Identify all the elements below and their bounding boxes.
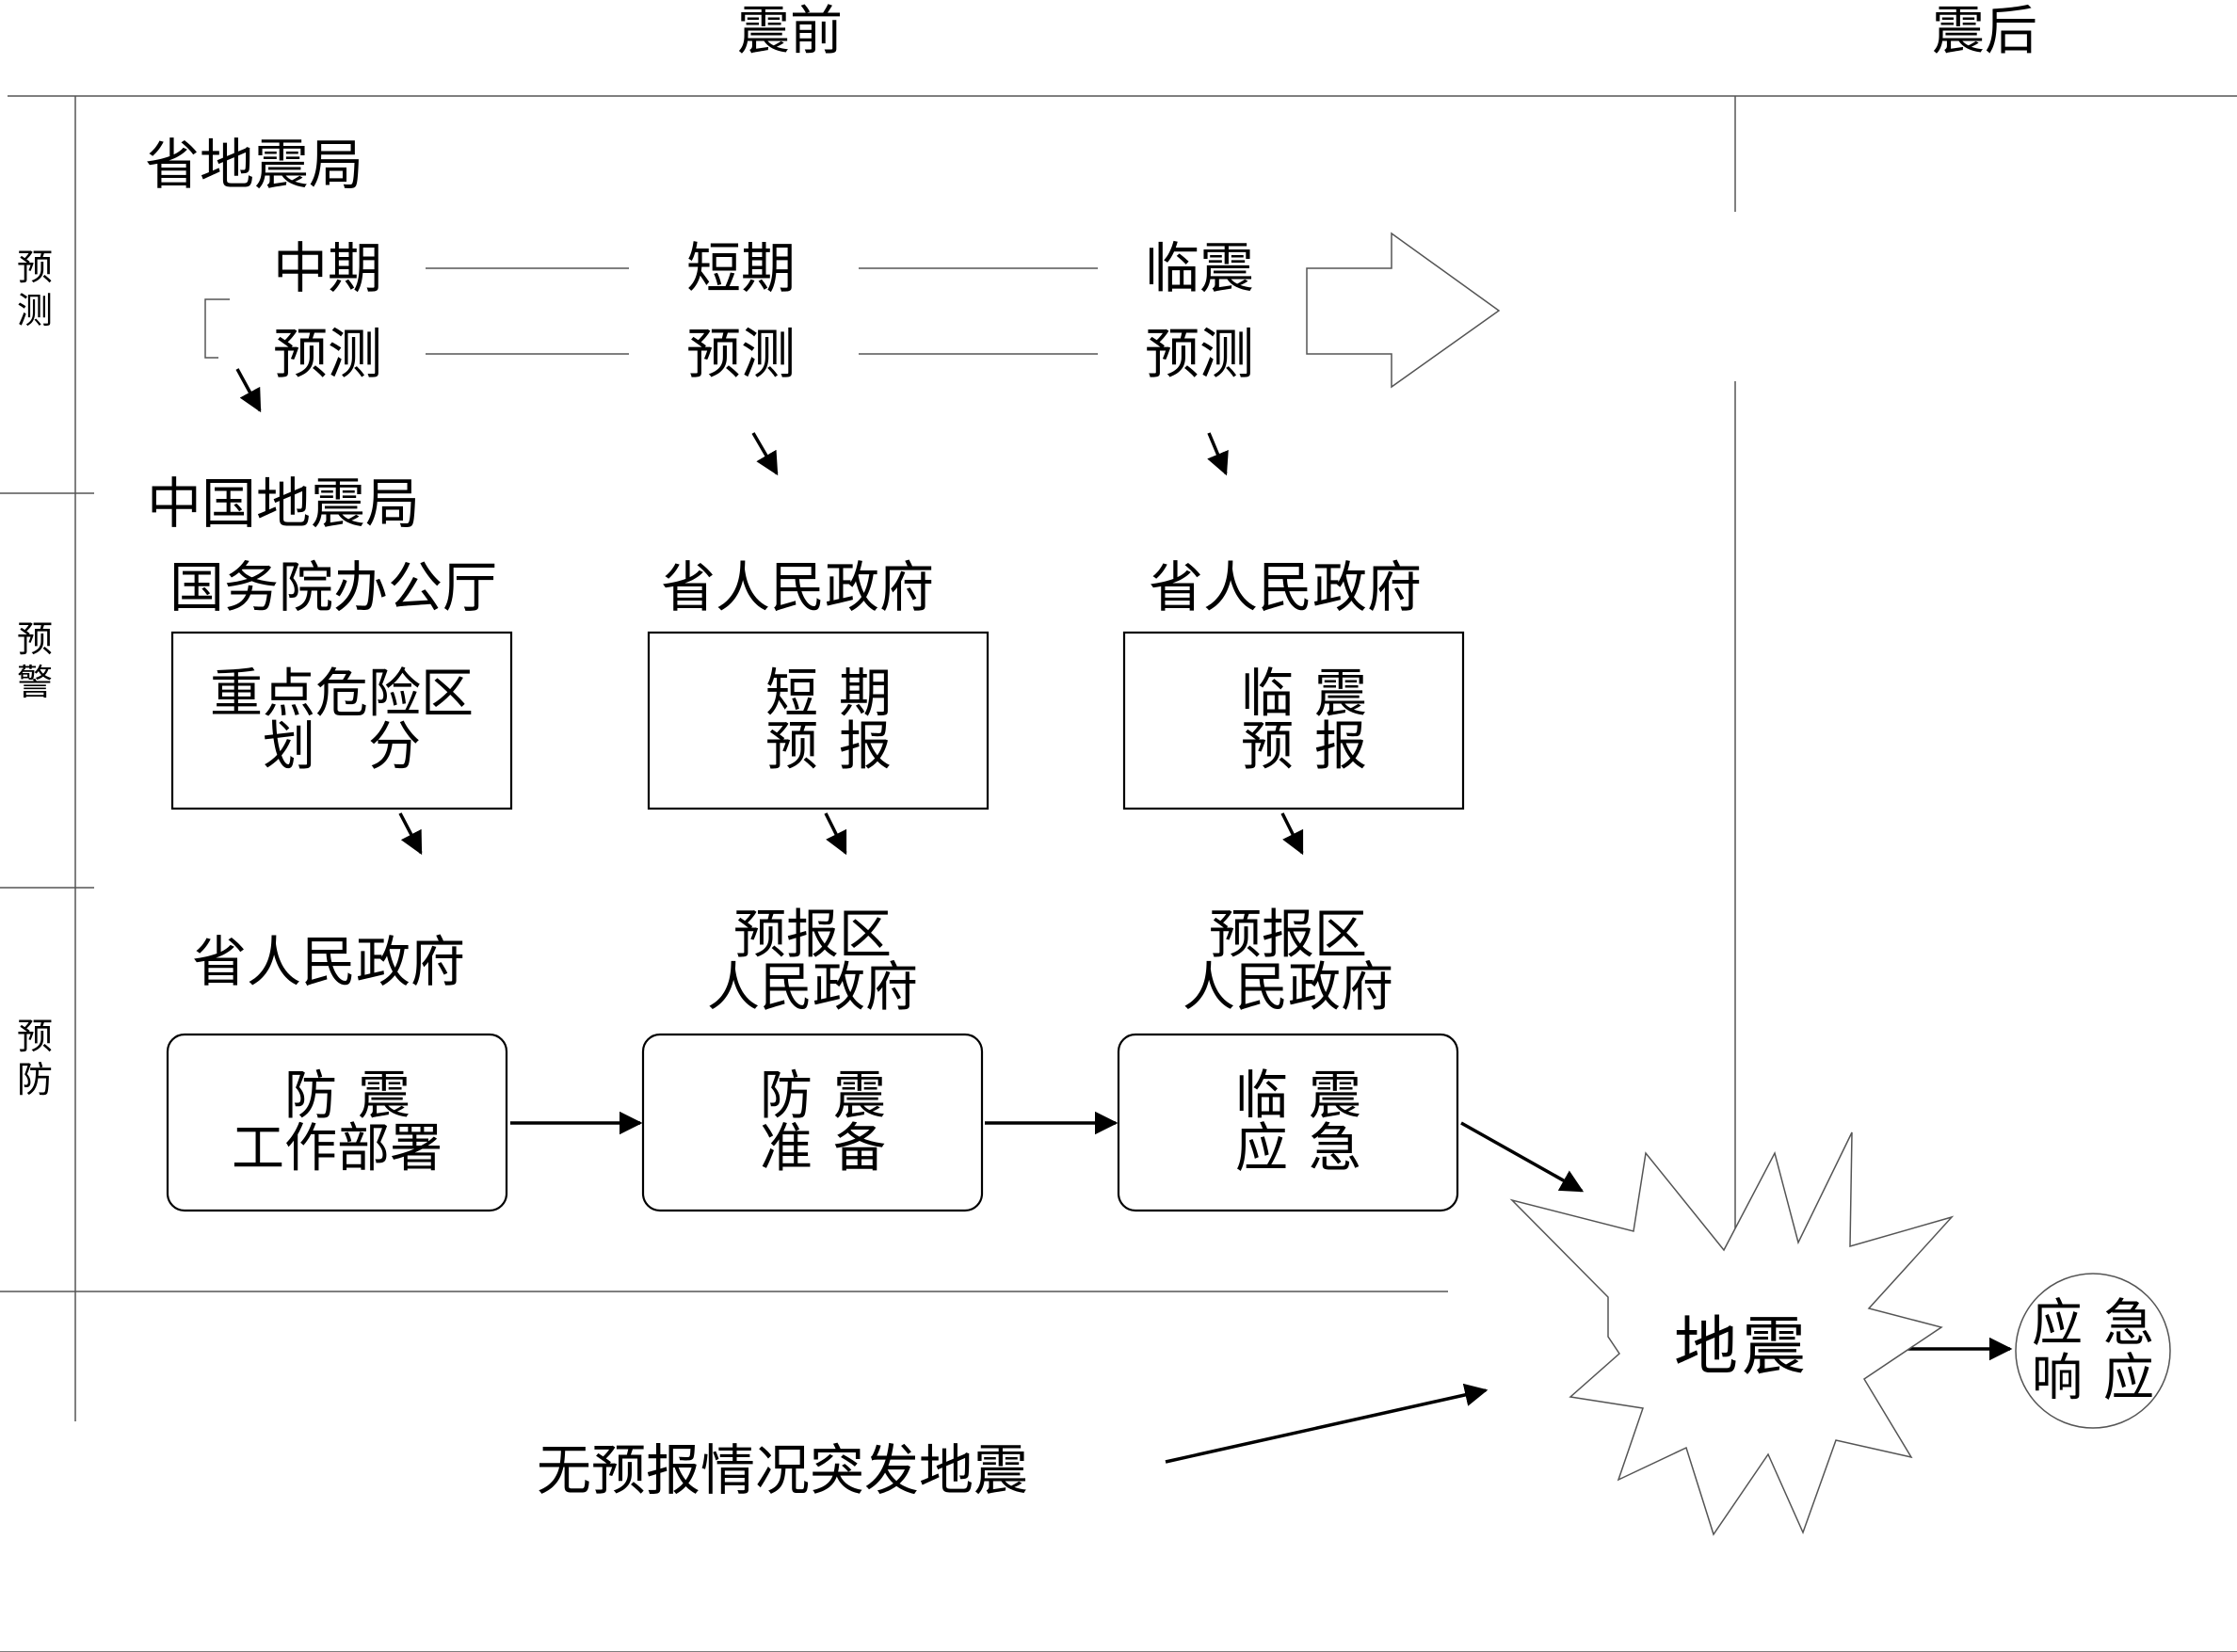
forecast-zone-line1-col2: 预报区 <box>733 905 892 966</box>
box-key-risk-zone <box>170 631 513 810</box>
imminent-label: 临震 <box>1145 236 1255 300</box>
mid-term-label: 中期 <box>273 236 383 300</box>
arrow-imminent-to-province <box>1207 432 1229 476</box>
short-term-label: 短期 <box>686 236 797 300</box>
mid-term-forecast-label: 预测 <box>273 322 383 386</box>
provincial-government-warning-2: 省人民政府 <box>661 555 935 619</box>
forecast-zone-line2-col2: 人民政府 <box>707 957 918 1018</box>
pbox3-line2: 应急 <box>1235 1118 1382 1179</box>
box3-line1: 临震 <box>1241 664 1388 725</box>
pbox1-line1: 防震 <box>284 1066 431 1127</box>
short-term-forecast-label: 预测 <box>686 322 797 386</box>
row-label-prevention: 预防 <box>16 1016 53 1100</box>
imminent-forecast-label: 预测 <box>1145 322 1255 386</box>
arrow-short-to-province <box>751 432 779 476</box>
prevention-boxes <box>166 1033 1459 1212</box>
forecast-zone-line2-col3: 人民政府 <box>1183 957 1393 1018</box>
box3-line2: 预报 <box>1241 716 1388 778</box>
provincial-seismological-bureau: 省地震局 <box>145 133 364 197</box>
grid-lines <box>0 95 2237 1652</box>
response-line1: 应急 <box>2032 1293 2175 1353</box>
provincial-government-warning-3: 省人民政府 <box>1149 555 1423 619</box>
provincial-government-prevention: 省人民政府 <box>192 930 466 994</box>
arrow-box1-down <box>398 812 423 856</box>
pbox1-line2: 工作部署 <box>232 1118 443 1179</box>
box-quake-prevention-prep <box>641 1033 984 1212</box>
box2-line1: 短期 <box>765 664 912 725</box>
arrow-box2-down <box>824 812 847 856</box>
box1-line1: 重点危险区 <box>210 664 474 725</box>
earthquake-burst-icon <box>1509 1131 1955 1536</box>
pbox2-line2: 准备 <box>760 1118 907 1179</box>
emergency-response-circle <box>2015 1273 2171 1429</box>
row-label-warning: 预警 <box>16 618 53 703</box>
row-label-forecast: 预测 <box>16 247 53 331</box>
response-line2: 响应 <box>2032 1348 2175 1407</box>
forecast-hollow-arrow-icon <box>1306 232 1501 389</box>
box-imminent-emergency <box>1117 1033 1459 1212</box>
header-after-quake: 震后 <box>1932 1 2037 62</box>
sudden-quake-label: 无预报情况突发地震 <box>537 1438 1029 1502</box>
box-imminent-forecast <box>1122 631 1465 810</box>
box1-line2: 划 分 <box>263 716 421 778</box>
forecast-connectors <box>204 232 1501 389</box>
earthquake-label: 地震 <box>1674 1310 1811 1385</box>
box-quake-prevention-deploy <box>166 1033 508 1212</box>
warning-boxes <box>170 631 1465 810</box>
arrow-mid-to-national <box>235 368 262 413</box>
forecast-zone-line1-col3: 预报区 <box>1209 905 1367 966</box>
pbox2-line1: 防震 <box>760 1066 907 1127</box>
arrow-emergency-to-quake <box>1460 1121 1585 1193</box>
arrow-sudden-to-quake <box>1165 1383 1489 1464</box>
state-council-office: 国务院办公厅 <box>169 555 498 619</box>
china-earthquake-administration: 中国地震局 <box>147 472 421 536</box>
pbox3-line1: 临震 <box>1235 1066 1382 1127</box>
box-short-term-forecast <box>647 631 990 810</box>
mid-forecast-bracket <box>204 298 230 359</box>
box2-line2: 预报 <box>765 716 912 778</box>
arrow-box3-down <box>1280 812 1304 856</box>
header-before-quake: 震前 <box>737 1 843 62</box>
